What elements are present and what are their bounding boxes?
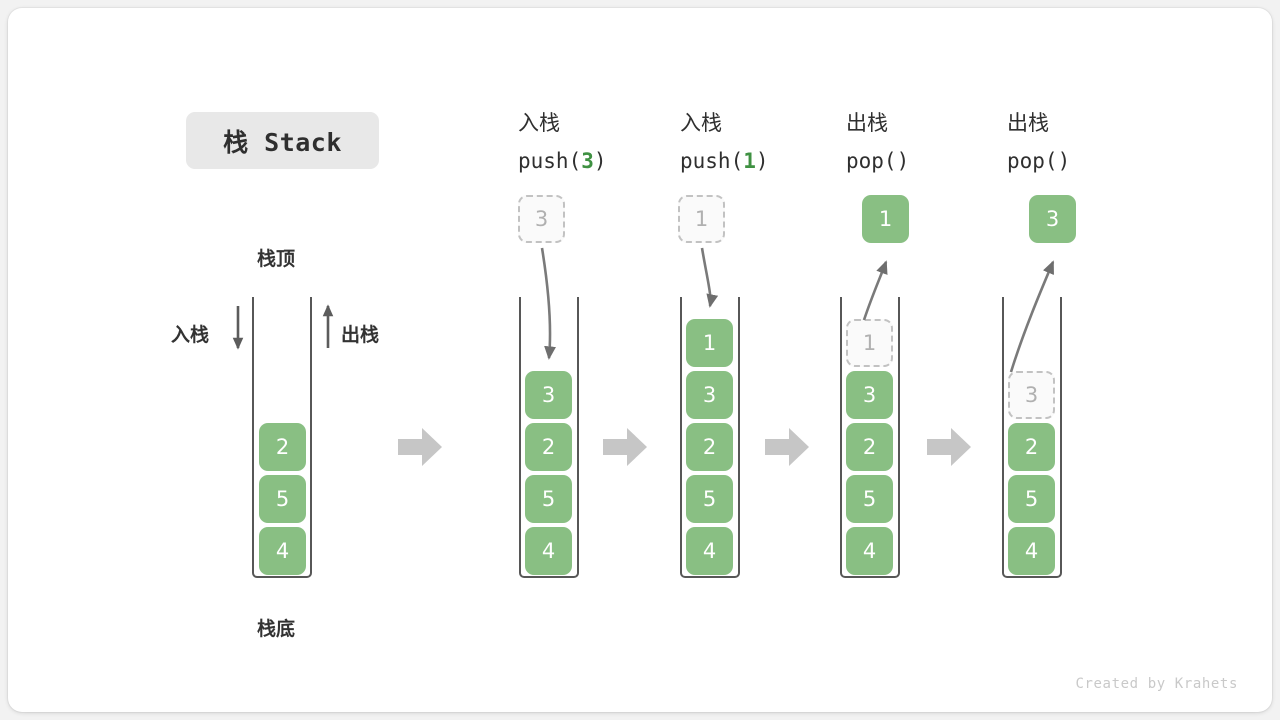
stack-cell: 5 [686,475,733,523]
code-suffix: ) [1057,149,1071,173]
stack-bottom-label: 栈底 [257,618,296,640]
stack-cell: 2 [846,423,893,471]
flow-arrow-icon [927,428,971,466]
code-suffix: ) [593,149,607,173]
stack-cell: 4 [686,527,733,575]
stack-ghost-cell: 1 [846,319,893,367]
figure-credit: Created by Krahets [1075,676,1238,692]
popped-value-cell: 1 [862,195,909,243]
stack-cell: 5 [846,475,893,523]
stack-cell: 3 [686,371,733,419]
code-prefix: push( [680,149,744,173]
panel-heading-cn: 出栈 [1007,111,1049,135]
code-suffix: ) [755,149,769,173]
panel-heading-pop-1: 出栈 pop() [846,104,909,180]
code-suffix: ) [896,149,910,173]
code-argument: 1 [743,149,756,173]
floating-ghost-cell: 3 [518,195,565,243]
stack-cell: 2 [259,423,306,471]
code-prefix: pop( [846,149,897,173]
stack-container-push-3 [519,297,579,578]
panel-heading-code: pop() [1007,142,1070,180]
panel-heading-code: push(3) [518,142,607,180]
panel-heading-pop-3: 出栈 pop() [1007,104,1070,180]
flow-arrow-icon [398,428,442,466]
stack-cell: 5 [525,475,572,523]
figure-title-text: 栈 Stack [223,127,342,157]
code-prefix: pop( [1007,149,1058,173]
code-prefix: push( [518,149,582,173]
stack-container-pop-1 [840,297,900,578]
flow-arrow-icon [603,428,647,466]
stack-cell: 2 [525,423,572,471]
stack-container-pop-3 [1002,297,1062,578]
pop-direction-label: 出栈 [341,324,380,346]
stack-ghost-cell: 3 [1008,371,1055,419]
stack-cell: 3 [525,371,572,419]
popped-value-cell: 3 [1029,195,1076,243]
panel-heading-cn: 出栈 [846,111,888,135]
stack-cell: 5 [1008,475,1055,523]
stack-cell: 1 [686,319,733,367]
stack-container-push-1 [680,297,740,578]
code-argument: 3 [581,149,594,173]
stack-cell: 4 [846,527,893,575]
stack-cell: 5 [259,475,306,523]
figure-title-chip: 栈 Stack [186,112,379,169]
panel-heading-code: pop() [846,142,909,180]
panel-heading-push-3: 入栈 push(3) [518,104,607,180]
panel-heading-cn: 入栈 [518,111,560,135]
stack-cell: 3 [846,371,893,419]
stack-cell: 4 [525,527,572,575]
flow-arrow-icon [765,428,809,466]
stack-top-label: 栈顶 [257,248,296,270]
panel-heading-push-1: 入栈 push(1) [680,104,769,180]
stack-cell: 2 [1008,423,1055,471]
floating-ghost-cell: 1 [678,195,725,243]
stack-container-initial [252,297,312,578]
panel-heading-code: push(1) [680,142,769,180]
stack-cell: 4 [259,527,306,575]
push-direction-label: 入栈 [171,324,210,346]
stack-cell: 2 [686,423,733,471]
stack-cell: 4 [1008,527,1055,575]
panel-heading-cn: 入栈 [680,111,722,135]
